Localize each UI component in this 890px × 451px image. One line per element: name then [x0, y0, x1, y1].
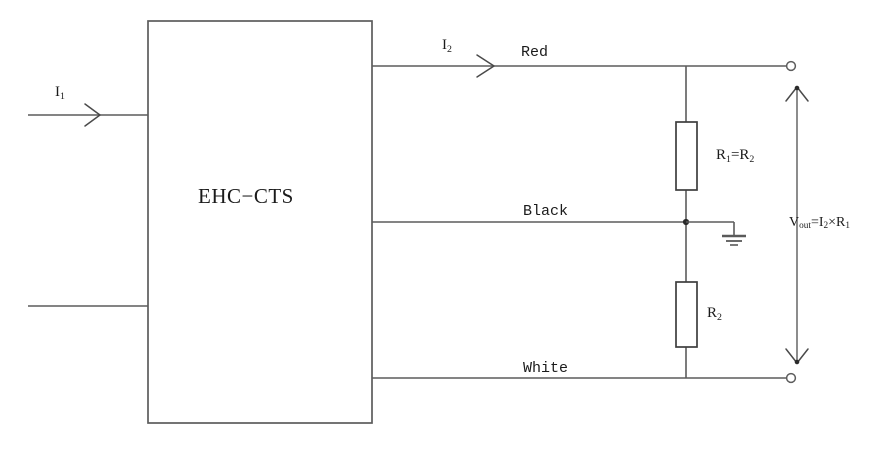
- resistor-r2: [675, 281, 698, 348]
- vout-arrow-tip-top: [794, 85, 800, 91]
- input-current-subscript: 1: [60, 90, 65, 102]
- vout-times: ×R: [828, 215, 846, 230]
- ehc-cts-block: [147, 20, 373, 424]
- red-wire-label: Red: [521, 44, 549, 61]
- ground-symbol: [722, 234, 746, 246]
- r1-symbol: R: [716, 147, 727, 163]
- r2-subscript: 2: [717, 311, 722, 323]
- vout-i-subscript: 2: [823, 220, 829, 231]
- output-current-arrowhead: [476, 54, 496, 78]
- r1-subscript-2: 2: [749, 153, 755, 165]
- input-current-symbol: I: [55, 84, 60, 100]
- white-wire-label: White: [523, 360, 569, 377]
- r1-subscript: 1: [726, 153, 731, 165]
- resistor-r2-label: R2: [707, 305, 722, 323]
- resistor-r1-label: R1=R2: [716, 147, 755, 165]
- black-wire-label: Black: [523, 203, 569, 220]
- output-current-symbol: I: [442, 37, 447, 53]
- vout-formula-label: Vout=I2×R1: [789, 215, 850, 231]
- terminal-top-positive[interactable]: [785, 60, 797, 72]
- vout-equals: =I: [810, 215, 824, 230]
- r1-equals: =R: [730, 147, 750, 163]
- output-current-label: I2: [442, 37, 452, 55]
- r2-symbol: R: [707, 305, 718, 321]
- vout-r-subscript: 1: [845, 220, 850, 231]
- vout-arrow-tip-bottom: [794, 359, 800, 365]
- vout-subscript: out: [799, 220, 811, 231]
- resistor-r1: [675, 121, 698, 191]
- vout-prefix: V: [789, 215, 800, 230]
- terminal-bottom-negative[interactable]: [785, 372, 797, 384]
- output-current-subscript: 2: [447, 43, 452, 55]
- input-current-label: I1: [55, 84, 65, 102]
- ehc-cts-block-label: EHC−CTS: [198, 184, 294, 208]
- input-current-arrowhead: [84, 103, 102, 127]
